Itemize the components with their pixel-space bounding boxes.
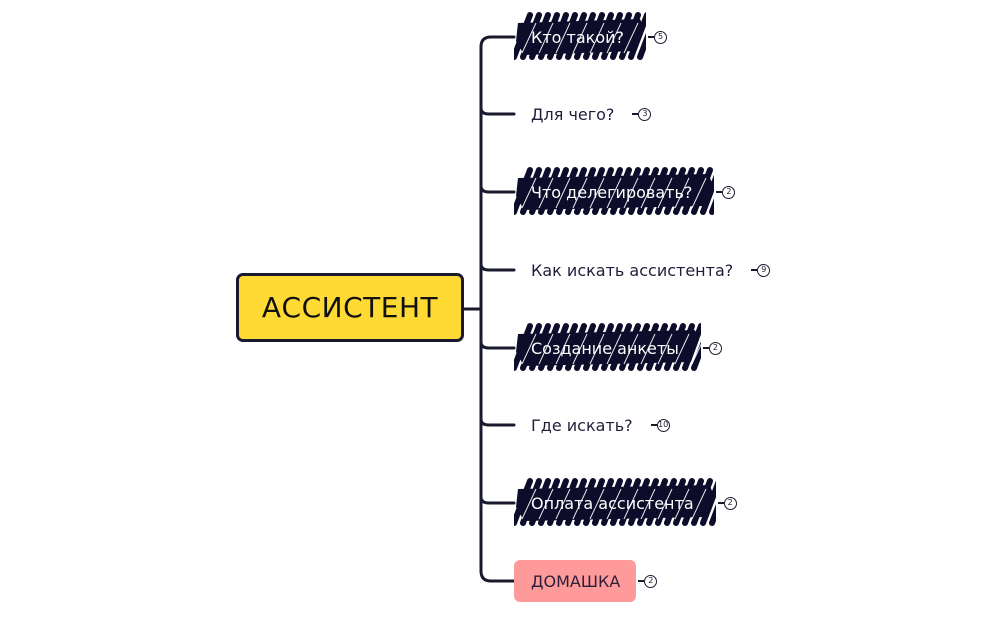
child-count: 5 xyxy=(654,30,668,44)
child-count: 2 xyxy=(723,496,737,510)
collapse-count-badge[interactable]: 2 xyxy=(702,341,722,355)
trunk-connector xyxy=(479,35,516,583)
branch-gde-iskat[interactable]: Где искать? 10 xyxy=(514,403,670,447)
collapse-count-badge[interactable]: 5 xyxy=(648,30,668,44)
child-count: 2 xyxy=(708,341,722,355)
topic-label: Для чего? xyxy=(531,104,615,124)
collapse-count-badge[interactable]: 2 xyxy=(638,574,658,588)
branch-kto-takoy[interactable]: Кто такой? 5 xyxy=(514,12,668,60)
branch-connector xyxy=(479,417,516,427)
branch-connector xyxy=(479,262,516,272)
collapse-count-badge[interactable]: 2 xyxy=(716,185,736,199)
branch-chto-delegirovat[interactable]: Что делегировать? 2 xyxy=(514,167,736,215)
topic-label: ДОМАШКА xyxy=(531,571,621,591)
root-topic-label: АССИСТЕНТ xyxy=(261,291,439,324)
scribble-highlight xyxy=(514,323,701,371)
topic-label: Создание анкеты xyxy=(531,338,679,358)
scribble-highlight xyxy=(514,167,715,215)
root-topic[interactable]: АССИСТЕНТ xyxy=(236,273,464,342)
branch-domashka[interactable]: ДОМАШКА 2 xyxy=(514,559,658,603)
topic-label: Как искать ассистента? xyxy=(531,260,734,280)
topic-node[interactable]: Что делегировать? xyxy=(514,167,715,215)
child-count: 10 xyxy=(656,418,670,432)
child-count: 2 xyxy=(722,185,736,199)
branch-connector xyxy=(479,106,516,116)
topic-node[interactable]: Для чего? xyxy=(514,96,630,132)
collapse-count-badge[interactable]: 3 xyxy=(632,107,652,121)
branch-connector xyxy=(479,340,516,350)
topic-node[interactable]: Кто такой? xyxy=(514,12,647,60)
topic-node[interactable]: Оплата ассистента xyxy=(514,478,716,526)
topic-label: Кто такой? xyxy=(531,27,625,47)
branch-kak-iskat[interactable]: Как искать ассистента? 9 xyxy=(514,248,771,292)
topic-label: Где искать? xyxy=(531,415,633,435)
child-count: 3 xyxy=(638,107,652,121)
collapse-count-badge[interactable]: 2 xyxy=(717,496,737,510)
branch-connector xyxy=(479,184,516,194)
topic-node[interactable]: Где искать? xyxy=(514,407,649,443)
scribble-highlight xyxy=(514,478,716,526)
collapse-count-badge[interactable]: 9 xyxy=(751,263,771,277)
branch-dlya-chego[interactable]: Для чего? 3 xyxy=(514,92,652,136)
branch-sozdanie-ankety[interactable]: Создание анкеты 2 xyxy=(514,323,722,371)
branch-connector xyxy=(479,495,516,505)
child-count: 9 xyxy=(757,263,771,277)
topic-node[interactable]: Создание анкеты xyxy=(514,323,701,371)
topic-label: Оплата ассистента xyxy=(531,493,694,513)
child-count: 2 xyxy=(644,574,658,588)
scribble-highlight xyxy=(514,12,647,60)
collapse-count-badge[interactable]: 10 xyxy=(650,418,670,432)
topic-node[interactable]: ДОМАШКА xyxy=(514,560,637,602)
branch-oplata[interactable]: Оплата ассистента 2 xyxy=(514,478,737,526)
topic-label: Что делегировать? xyxy=(531,182,693,202)
topic-node[interactable]: Как искать ассистента? xyxy=(514,252,749,288)
